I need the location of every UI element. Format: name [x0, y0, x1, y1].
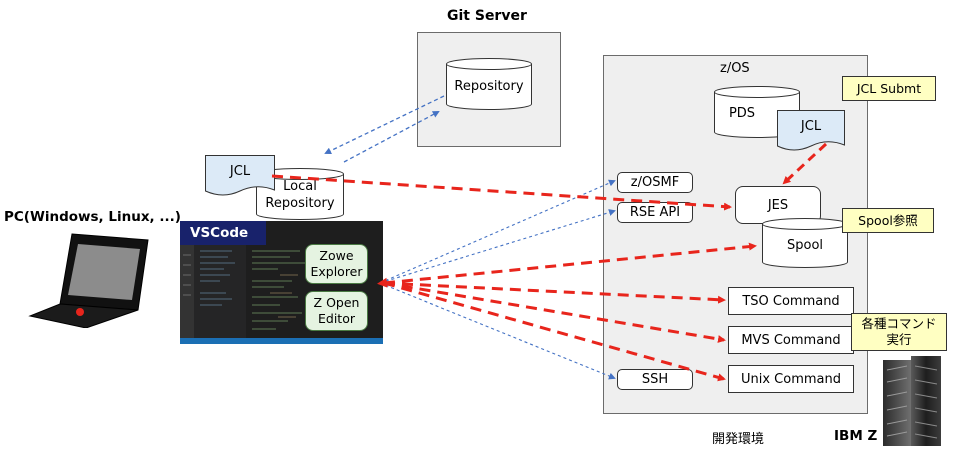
unix-command-box: Unix Command: [728, 365, 854, 393]
zos-jcl-label: JCL: [800, 119, 822, 134]
pc-label: PC(Windows, Linux, ...): [4, 209, 181, 225]
laptop-icon: [28, 228, 152, 329]
jcl-submit-arrow: [271, 174, 732, 211]
ssh-button: SSH: [617, 369, 693, 390]
jcl-submit-label: JCL Submt: [856, 80, 922, 96]
git-repository-cylinder: Repository: [446, 58, 532, 110]
spool-ref-arrow: [377, 242, 757, 288]
local-jcl-label: JCL: [229, 164, 251, 179]
git-repository-label: Repository: [454, 79, 524, 94]
vscode-code-lines: [183, 250, 306, 330]
tso-command-box: TSO Command: [728, 287, 854, 315]
zos-jcl-document: JCL: [777, 110, 845, 152]
jes-label: JES: [767, 197, 789, 213]
spool-label: Spool: [786, 238, 824, 253]
ssh-connector: [379, 282, 616, 380]
unix-command-arrow: [383, 281, 726, 382]
mvs-command-box: MVS Command: [728, 326, 854, 354]
ssh-label: SSH: [641, 372, 669, 387]
zosmf-button: z/OSMF: [617, 172, 693, 193]
spool-ref-note: Spool参照: [842, 208, 934, 233]
zos-footer-label: 開発環境: [712, 432, 765, 447]
unix-command-label: Unix Command: [740, 371, 841, 387]
pds-to-jes-arrow: [782, 142, 828, 185]
zosmf-label: z/OSMF: [630, 175, 680, 190]
jes-box: JES: [735, 186, 821, 224]
pds-label: PDS: [728, 106, 756, 121]
commands-note: 各種コマンド実行: [851, 313, 947, 351]
commands-label: 各種コマンド実行: [861, 316, 937, 347]
spool-cylinder: Spool: [762, 218, 848, 268]
local-jcl-document: JCL: [205, 155, 275, 197]
rse-api-button: RSE API: [617, 202, 693, 223]
zos-title: z/OS: [720, 61, 750, 76]
jcl-submit-note: JCL Submt: [842, 76, 936, 101]
tso-command-label: TSO Command: [742, 293, 840, 309]
mvs-command-arrow: [383, 281, 726, 343]
vscode-title: VSCode: [180, 221, 266, 245]
rse-api-label: RSE API: [629, 205, 681, 220]
git-sync-arrow-down: [324, 95, 445, 154]
spool-ref-label: Spool参照: [858, 212, 918, 228]
ibm-z-server-icon: [881, 356, 945, 448]
mvs-command-label: MVS Command: [741, 332, 841, 348]
tso-command-arrow: [383, 281, 726, 304]
git-server-title: Git Server: [447, 8, 527, 24]
git-sync-arrow-up: [343, 111, 440, 163]
ibm-z-label: IBM Z: [834, 428, 878, 444]
